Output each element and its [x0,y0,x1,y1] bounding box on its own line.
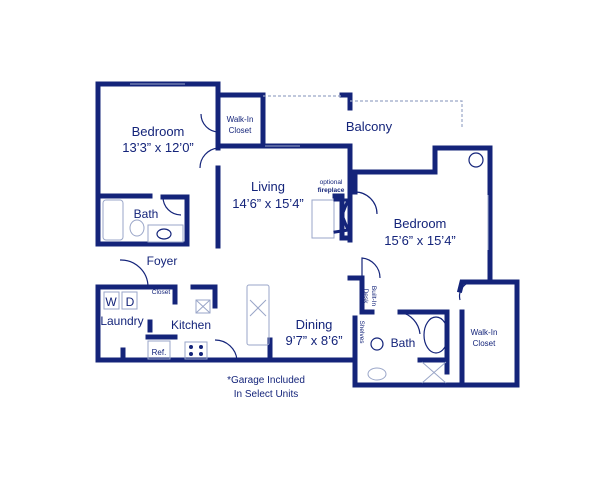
desk-line2: Desk [362,289,369,305]
windows [130,83,489,250]
bedroom2-size: 15’6” x 15’4” [384,233,456,248]
desk-line1: Built-In [370,286,377,307]
toilet-icon [129,219,145,237]
fixtures [102,152,484,384]
bath1-name: Bath [134,207,159,221]
walkin2-line1: Walk-In [471,328,498,337]
shower-icon [421,361,447,384]
dryer-label: D [126,295,135,309]
room-labels: Bedroom 13’3” x 12’0” Walk-In Closet Bal… [100,115,497,400]
toilet-icon [367,367,387,381]
hearth-tiles [311,199,335,239]
walkin2-line2: Closet [473,339,496,348]
bedroom1-name: Bedroom [132,124,185,139]
closet-name: Closet [152,289,171,296]
ref-name: Ref. [152,348,167,357]
vanity [147,224,184,243]
fireplace-line1: optional [320,179,343,186]
balcony-name: Balcony [346,119,393,134]
doors [119,113,471,361]
bath2-name: Bath [391,336,416,350]
sink-icon [370,337,384,351]
walkin1-line2: Closet [229,126,252,135]
foyer-name: Foyer [147,254,178,268]
kitchen-island [246,284,270,346]
bathtub-icon [102,199,124,241]
sink-icon [156,228,172,240]
bedroom1-size: 13’3” x 12’0” [122,140,194,155]
garage-note-line2: In Select Units [234,389,298,400]
washer-icon [103,291,120,310]
bedroom2-name: Bedroom [394,216,447,231]
tub-icon [423,316,449,354]
dining-name: Dining [296,317,333,332]
washer-label: W [105,295,117,309]
dining-size: 9’7” x 8’6” [285,333,342,348]
pantry-icon [195,299,211,314]
refrigerator [147,340,171,360]
range-icon [184,341,208,360]
walkin1-line1: Walk-In [227,115,254,124]
sink-icon [249,299,267,317]
living-name: Living [251,179,285,194]
fireplace-line2: fireplace [318,187,345,194]
garage-note-line1: *Garage Included [227,375,305,386]
walls [95,81,520,388]
laundry-name: Laundry [100,314,143,328]
water-heater-icon [468,152,484,168]
living-size: 14’6” x 15’4” [232,196,304,211]
fireplace-icon [333,198,351,234]
shelves-label: Shelves [358,320,365,344]
dryer-icon [121,291,138,310]
kitchen-name: Kitchen [171,318,211,332]
